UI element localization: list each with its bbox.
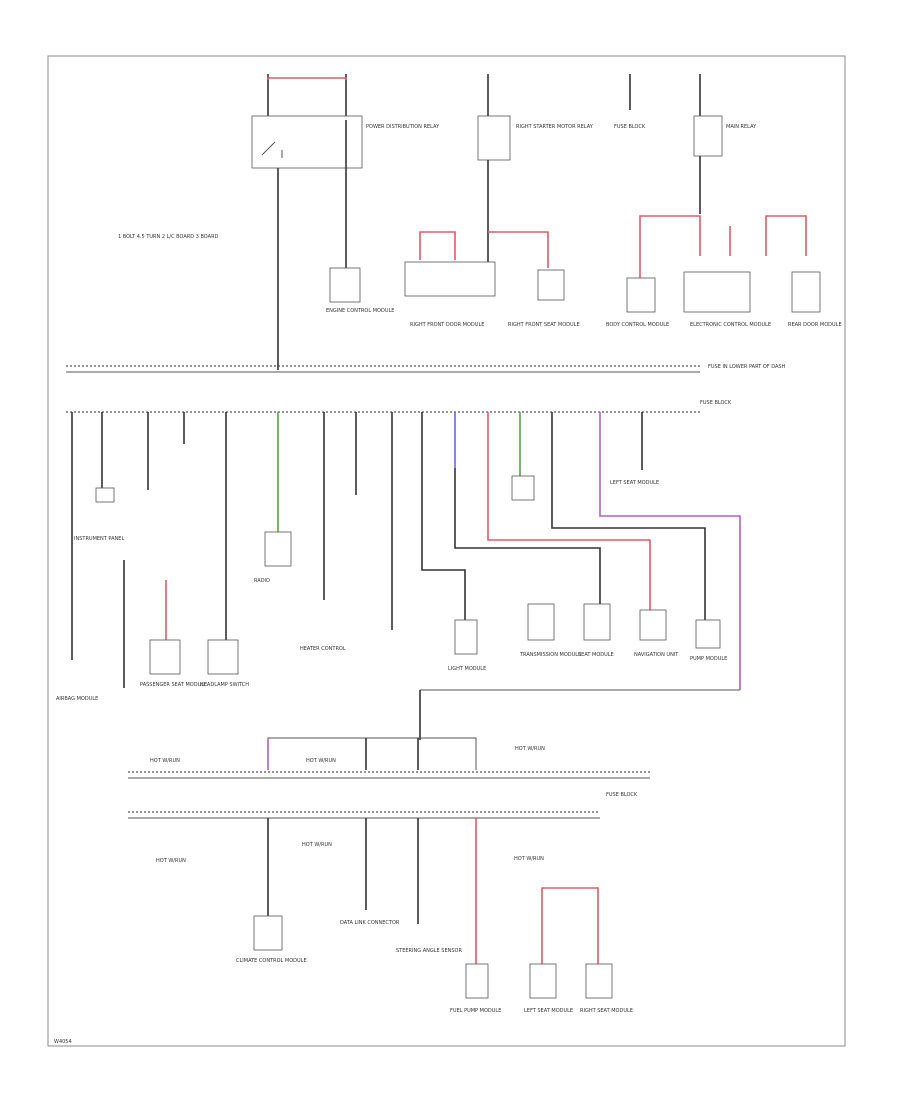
component-label: DATA LINK CONNECTOR: [340, 920, 400, 926]
top-fuse-block: FUSE BLOCK: [614, 74, 646, 130]
component-label: POWER DISTRIBUTION RELAY: [366, 124, 440, 130]
component-label: LIGHT MODULE: [448, 666, 486, 672]
hot-label: HOT W/RUN: [306, 758, 336, 764]
component-label: ELECTRONIC CONTROL MODULE: [690, 322, 771, 328]
fuse-block-note: FUSE IN LOWER PART OF DASH: [708, 364, 786, 370]
component-label: RADIO: [254, 578, 270, 584]
component-label: RIGHT FRONT SEAT MODULE: [508, 322, 580, 328]
component-label: LEFT SEAT MODULE: [610, 480, 659, 486]
component-label: PASSENGER SEAT MODULE: [140, 682, 207, 688]
hot-label: HOT W/RUN: [156, 858, 186, 864]
hot-label: HOT W/RUN: [150, 758, 180, 764]
upper-fuse-block: FUSE BLOCK FUSE IN LOWER PART OF DASH: [66, 364, 786, 413]
component-label: FUEL PUMP MODULE: [450, 1008, 501, 1014]
hot-label: HOT W/RUN: [302, 842, 332, 848]
component-label: NAVIGATION UNIT: [634, 652, 679, 658]
component-label: MAIN RELAY: [726, 124, 757, 130]
page-code: W4054: [54, 1039, 72, 1045]
component-label: INSTRUMENT PANEL: [74, 536, 124, 542]
lower-components: AIRBAG MODULE INSTRUMENT PANEL PASSENGER…: [56, 475, 727, 702]
component-label: RIGHT STARTER MOTOR RELAY: [516, 124, 594, 130]
main-relay: MAIN RELAY BODY CONTROL MODULE ELECTRONI…: [606, 74, 842, 328]
fuse-block-label: FUSE BLOCK: [700, 400, 732, 406]
component-label: STEERING ANGLE SENSOR: [396, 948, 462, 954]
component-label: HEADLAMP SWITCH: [200, 682, 249, 688]
component-label: SEAT MODULE: [578, 652, 614, 658]
lower-fuse-wires: CLIMATE CONTROL MODULE DATA LINK CONNECT…: [236, 818, 633, 1014]
hot-label: HOT W/RUN: [514, 856, 544, 862]
bus-connection: [419, 689, 740, 740]
component-label: ENGINE CONTROL MODULE: [326, 308, 394, 314]
component-label: FUSE BLOCK: [614, 124, 646, 130]
fuse-block-label: FUSE BLOCK: [606, 792, 638, 798]
upper-fuse-wires: [71, 412, 741, 690]
component-label: REAR DOOR MODULE: [788, 322, 842, 328]
component-label: CLIMATE CONTROL MODULE: [236, 958, 307, 964]
component-label: PUMP MODULE: [690, 656, 727, 662]
power-distribution-relay: POWER DISTRIBUTION RELAY: [251, 74, 440, 370]
lower-fuse-block: FUSE BLOCK HOT W/RUN HOT W/RUN HOT W/RUN…: [128, 737, 650, 864]
right-starter-relay: RIGHT STARTER MOTOR RELAY RIGHT FRONT DO…: [404, 74, 594, 328]
component-label: HEATER CONTROL: [300, 646, 346, 652]
component-label: BODY CONTROL MODULE: [606, 322, 669, 328]
hot-label: HOT W/RUN: [515, 746, 545, 752]
top-left-note: 1 BOLT 4.5 TURN 2 L/C BOARD 3 BOARD: [118, 234, 219, 240]
component-label: TRANSMISSION MODULE: [519, 652, 581, 658]
component-label: AIRBAG MODULE: [56, 696, 98, 702]
diagram-frame: [47, 55, 846, 1047]
component-label: LEFT SEAT MODULE: [524, 1008, 573, 1014]
component-label: RIGHT FRONT DOOR MODULE: [410, 322, 484, 328]
component-label: RIGHT SEAT MODULE: [580, 1008, 633, 1014]
